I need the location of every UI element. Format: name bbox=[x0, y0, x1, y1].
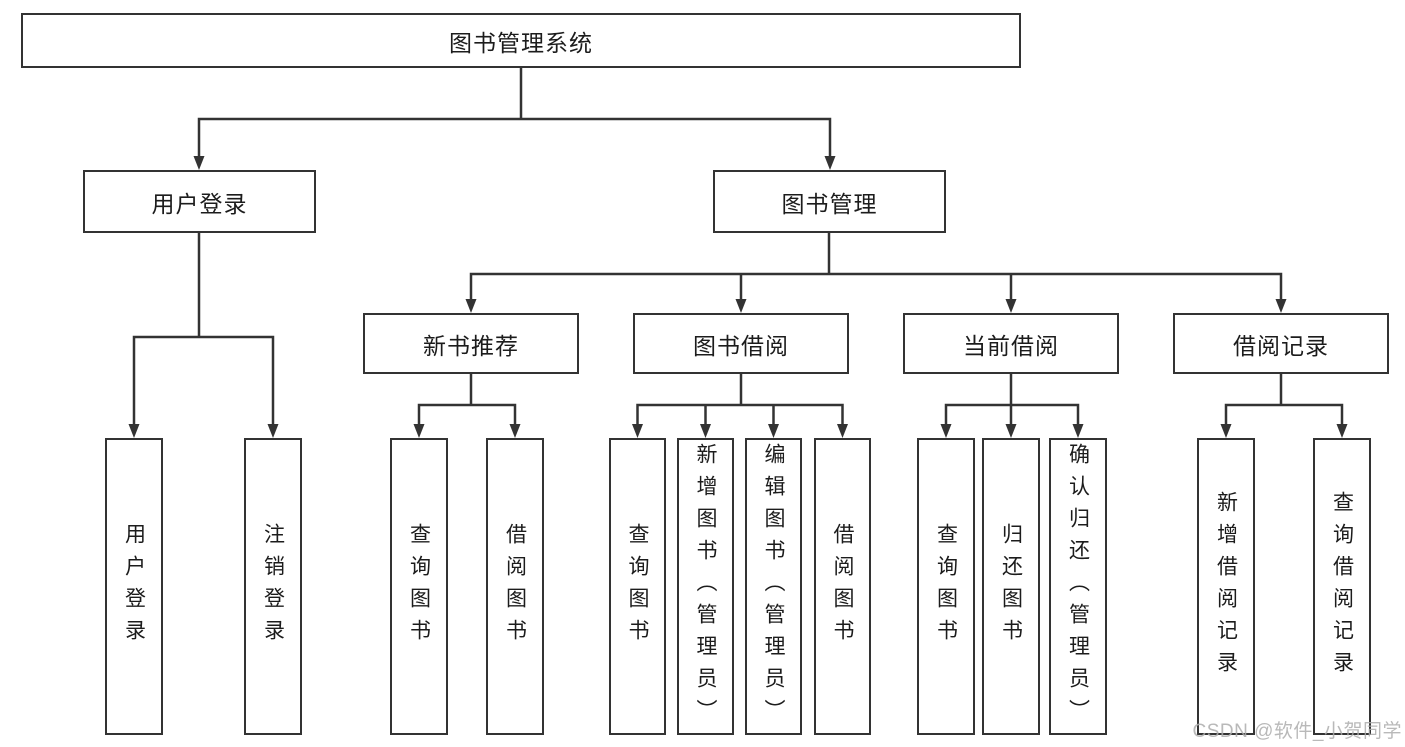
leaf-recommend-query-books: 查询图书 bbox=[390, 438, 448, 735]
leaf-borrow-books: 借阅图书 bbox=[814, 438, 871, 735]
arrowhead-icons bbox=[128, 156, 1348, 438]
node-current-borrow: 当前借阅 bbox=[903, 313, 1119, 374]
leaf-add-books-admin: 新增图书（管理员） bbox=[677, 438, 734, 735]
leaf-edit-books-admin: 编辑图书（管理员） bbox=[745, 438, 802, 735]
leaf-confirm-return-admin: 确认归还（管理员） bbox=[1049, 438, 1107, 735]
node-book-management: 图书管理 bbox=[713, 170, 946, 233]
node-user-login: 用户登录 bbox=[83, 170, 316, 233]
leaf-add-borrow-record: 新增借阅记录 bbox=[1197, 438, 1255, 735]
leaf-user-login: 用户登录 bbox=[105, 438, 163, 735]
node-new-book-recommend: 新书推荐 bbox=[363, 313, 579, 374]
leaf-return-books: 归还图书 bbox=[982, 438, 1040, 735]
leaf-recommend-borrow-books: 借阅图书 bbox=[486, 438, 544, 735]
node-book-borrow: 图书借阅 bbox=[633, 313, 849, 374]
watermark-text: CSDN @软件_小贺同学 bbox=[1192, 721, 1402, 742]
node-root: 图书管理系统 bbox=[21, 13, 1021, 68]
leaf-logout: 注销登录 bbox=[244, 438, 302, 735]
leaf-borrow-query-books: 查询图书 bbox=[609, 438, 666, 735]
node-borrow-records: 借阅记录 bbox=[1173, 313, 1389, 374]
leaf-current-query-books: 查询图书 bbox=[917, 438, 975, 735]
leaf-query-borrow-record: 查询借阅记录 bbox=[1313, 438, 1371, 735]
